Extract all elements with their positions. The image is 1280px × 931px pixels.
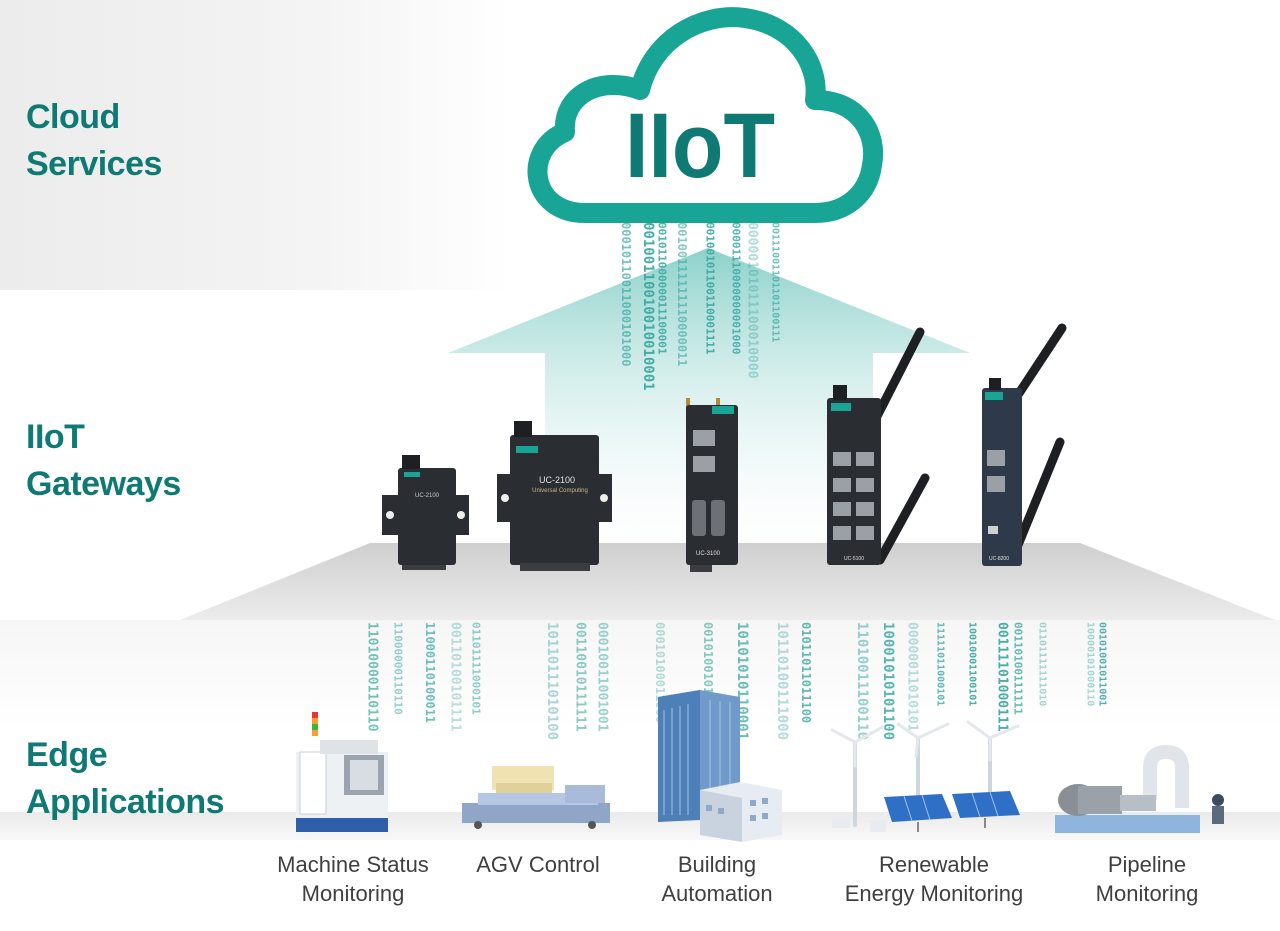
gateways-tier-label-line2: Gateways (26, 465, 181, 503)
gateway-device-2: UC-2100 Universal Computing (497, 421, 612, 571)
binary-digit-stream: 00101100000011100001 (656, 222, 669, 355)
gateway-device-5: UC-8200 (982, 323, 1067, 566)
app-label-line2: Automation (661, 881, 773, 906)
edge-tier-label: Edge Applications (26, 732, 225, 826)
binary-digit-stream: 00111001101101100111 (770, 222, 781, 342)
app-label-line2: Monitoring (1095, 881, 1199, 906)
wind-solar-icon (830, 720, 1020, 832)
device-1-model: UC-2100 (415, 493, 440, 499)
app-label-building-automation: Building Automation (636, 850, 798, 908)
gateway-device-1: UC-2100 (382, 455, 469, 570)
binary-digit-stream: 00111101000111 (995, 622, 1010, 732)
binary-digit-stream: 10000101000110 (1085, 622, 1096, 706)
device-5-model: UC-8200 (989, 556, 1009, 562)
binary-digit-stream: 00000101011100010000 (745, 222, 760, 379)
device-3-model: UC-3100 (696, 551, 721, 557)
binary-digit-stream: 00010011001001 (595, 622, 610, 732)
cloud-tier-label-line1: Cloud (26, 98, 120, 136)
device-2-model: UC-2100 (539, 475, 575, 485)
app-label-line2: Energy Monitoring (844, 881, 1024, 906)
pipeline-icon (1055, 744, 1224, 833)
app-label-line1: Pipeline (1107, 852, 1187, 877)
binary-digit-stream: 11000110100011 (423, 622, 437, 723)
binary-digit-stream: 10010001100101 (967, 622, 978, 706)
gateway-device-4: UC-5100 (827, 327, 930, 565)
binary-digit-stream: 00010110011000101000 (619, 222, 633, 367)
device-2-subtitle: Universal Computing (532, 488, 588, 494)
app-label-line1: AGV Control (476, 852, 600, 877)
binary-digit-stream: 01101111000101 (470, 622, 483, 715)
binary-digit-stream: 11111011000101 (935, 622, 946, 706)
binary-digit-stream: 10110100111000 (774, 622, 790, 740)
agv-icon (462, 766, 610, 829)
binary-digit-stream: 10001010101100 (880, 622, 896, 740)
edge-tier-band (0, 620, 1280, 931)
cnc-machine-icon (296, 712, 388, 832)
app-label-line1: Machine Status (277, 852, 429, 877)
binary-digit-stream: 00101001011001 (1097, 622, 1108, 706)
app-label-machine-status: Machine Status Monitoring (262, 850, 444, 908)
binary-digit-stream: 10110111010100 (544, 622, 560, 740)
binary-digit-stream: 00100101100110001111 (704, 222, 717, 355)
cloud-tier-label-line2: Services (26, 145, 162, 183)
edge-tier-label-line2: Applications (26, 783, 225, 821)
binary-digit-stream: 00110100111111 (1012, 622, 1025, 715)
building-icon (658, 690, 782, 842)
app-label-line1: Renewable (878, 852, 990, 877)
gateways-tier-label: IIoT Gateways (26, 414, 181, 508)
binary-digit-stream: 11010011100110 (854, 622, 870, 740)
binary-digit-stream: 00110010111111 (573, 622, 588, 732)
binary-digit-stream: 11000000110110 (392, 622, 405, 715)
binary-digit-stream: 01011011011100 (799, 622, 813, 723)
app-label-pipeline-monitoring: Pipeline Monitoring (1072, 850, 1222, 908)
binary-digit-stream: 00000011010101 (905, 622, 920, 732)
app-label-renewable-energy: Renewable Energy Monitoring (826, 850, 1042, 908)
binary-digit-stream: 00100111111110000011 (675, 222, 689, 367)
edge-tier-label-line1: Edge (26, 736, 108, 774)
gateways-tier-label-line1: IIoT (26, 418, 85, 456)
cloud-icon: IIoT (527, 7, 884, 223)
binary-digit-stream: 11010000110110 (365, 622, 380, 732)
binary-digit-stream: 00100110010010010001 (640, 222, 656, 391)
cloud-binary-streams: 00010110011000101000 00100110010010010001… (619, 222, 781, 391)
gateway-device-3: UC-3100 (686, 398, 738, 572)
app-label-line1: Building (677, 852, 757, 877)
binary-digit-stream: 00110100101111 (448, 622, 463, 732)
binary-digit-stream: 01101111111010 (1037, 622, 1048, 706)
app-label-agv-control: AGV Control (462, 850, 614, 879)
cloud-tier-label: Cloud Services (26, 94, 162, 188)
app-label-line2: Monitoring (301, 881, 405, 906)
device-4-model: UC-5100 (844, 556, 864, 562)
cloud-badge-text: IIoT (625, 95, 775, 197)
binary-digit-stream: 00001110000000001000 (730, 222, 743, 354)
